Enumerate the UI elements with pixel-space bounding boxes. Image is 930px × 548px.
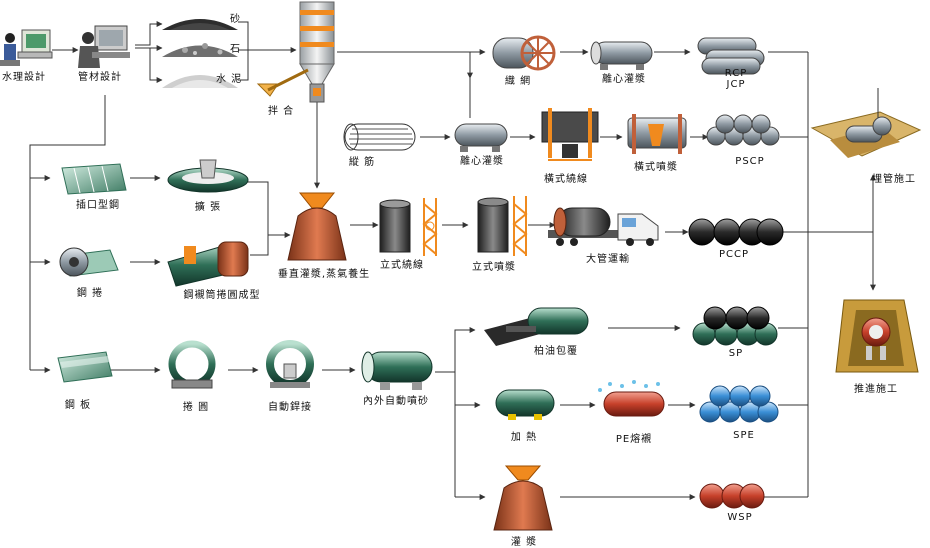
jacking-tunnel-scene — [835, 299, 919, 373]
weaving-machine — [492, 35, 556, 71]
label-asphalt-coating: 柏油包覆 — [534, 346, 578, 357]
stone-pile — [162, 43, 238, 57]
label-stone: 石 — [230, 44, 241, 55]
pipe-designer-figure — [78, 25, 130, 68]
label-sand: 砂 — [230, 14, 241, 25]
label-vertical-winding: 立式繞線 — [380, 260, 424, 271]
label-trench-laying: 埋管施工 — [872, 174, 916, 185]
label-sandblast: 內外自動噴砂 — [363, 396, 429, 407]
label-auto-weld: 自動銲接 — [268, 402, 312, 413]
asphalt-coating-machine — [484, 307, 589, 346]
label-mixing: 拌 合 — [268, 106, 295, 117]
sandblasting-machine — [361, 351, 433, 390]
label-pipe-design: 管材設計 — [78, 72, 122, 83]
sp-pipe-stack — [692, 306, 778, 346]
label-rcp-jcp: RCP JCP — [724, 68, 748, 90]
label-cement: 水 泥 — [216, 74, 243, 85]
expansion-machine — [167, 159, 249, 193]
spe-pipe-stack — [699, 385, 779, 423]
label-grouting: 灌 漿 — [510, 537, 538, 548]
label-steel-coil: 鋼 捲 — [76, 288, 104, 299]
label-spe: SPE — [733, 430, 755, 441]
trench-laying-scene — [810, 88, 922, 158]
label-longitudinal-bar: 縱 筋 — [348, 157, 376, 168]
label-jacking: 推進施工 — [854, 384, 898, 395]
label-centrifugal-grouting-2: 離心灌漿 — [460, 156, 504, 167]
label-wsp: WSP — [727, 512, 753, 523]
grouting-chamber — [493, 465, 553, 531]
label-cylinder-rolling: 鋼襯筒捲圓成型 — [183, 290, 261, 301]
label-heating: 加 熱 — [510, 432, 538, 443]
roll-round-machine — [168, 340, 216, 389]
label-roll-round: 捲 圓 — [182, 402, 210, 413]
pscp-pipe-stack — [706, 114, 780, 146]
vertical-spray-machine — [477, 196, 528, 256]
label-spigot-steel: 插口型鋼 — [76, 200, 120, 211]
label-water-design: 水理設計 — [2, 72, 46, 83]
cement-pile — [162, 75, 238, 88]
label-horizontal-winding: 橫式繞線 — [544, 174, 588, 185]
pccp-pipe-stack — [688, 218, 784, 246]
auto-welding-machine — [266, 340, 314, 388]
spigot-steel-strips — [61, 163, 127, 195]
centrifugal-grouting-machine-1 — [590, 41, 653, 70]
vertical-grouting-chamber — [287, 192, 347, 261]
label-pe-lining: PE熔襯 — [615, 434, 653, 445]
label-pccp: PCCP — [718, 249, 750, 260]
centrifugal-grouting-machine-2 — [454, 123, 508, 152]
horizontal-spray-machine — [627, 114, 687, 154]
label-vertical-grout: 垂直灌漿,蒸氣養生 — [277, 269, 371, 280]
label-vertical-spray: 立式噴漿 — [472, 262, 516, 273]
label-steel-plate: 鋼 板 — [64, 400, 92, 411]
label-centrifugal-grouting-1: 離心灌漿 — [602, 74, 646, 85]
label-expansion: 擴 張 — [194, 202, 222, 213]
heating-machine — [495, 389, 555, 420]
flow-connectors — [29, 21, 876, 500]
label-sp: SP — [728, 348, 744, 359]
vertical-winding-machine — [379, 198, 438, 256]
label-weaving-mesh: 織 網 — [504, 76, 532, 87]
designer-at-computer-figure — [0, 29, 53, 66]
cylinder-rolling-machine — [167, 241, 249, 287]
label-pscp: PSCP — [735, 156, 765, 167]
pipe-transport-truck — [548, 207, 659, 246]
steel-plate-stack — [57, 351, 113, 383]
rcp-jcp-pipe-stack — [697, 37, 765, 75]
horizontal-winding-machine — [541, 108, 599, 161]
pe-lining-machine — [598, 380, 665, 417]
wsp-pipe-stack — [699, 483, 765, 509]
longitudinal-bar-cage — [343, 123, 416, 151]
sand-pile — [162, 19, 238, 30]
steel-coil — [59, 247, 119, 277]
label-horizontal-spray: 橫式噴漿 — [634, 162, 678, 173]
label-large-pipe-transport: 大管運輸 — [586, 254, 630, 265]
mixing-silo — [256, 1, 335, 103]
